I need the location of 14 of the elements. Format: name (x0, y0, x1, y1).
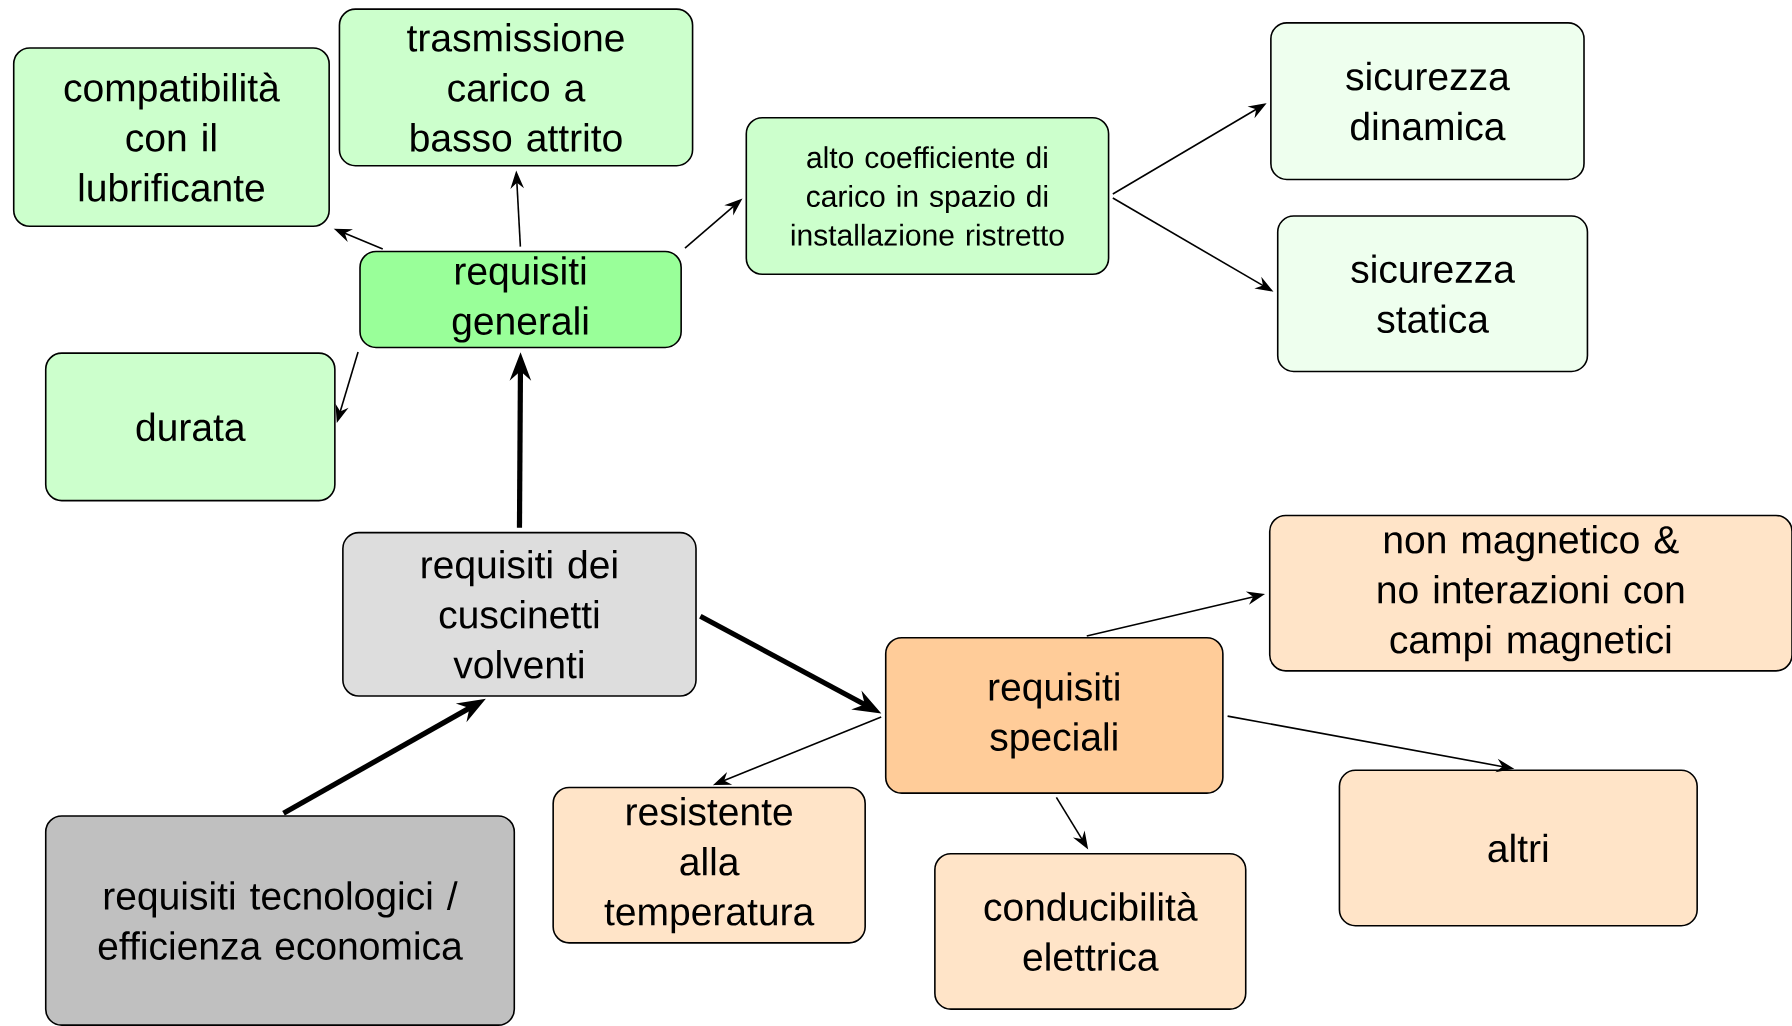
requirement-box: trasmissione carico a basso attrito (338, 8, 694, 167)
requirement-box: sicurezza statica (1276, 215, 1589, 373)
category-box: requisiti dei cuscinetti volventi (342, 531, 697, 697)
requirement-box: alto coefficiente di carico in spazio di installazione ristretto (745, 116, 1110, 275)
category-box: requisiti generali (359, 250, 682, 349)
category-box: requisiti tecnologici / efficienza economica (44, 815, 516, 1026)
requirement-box: compatibilità con il lubrificante (12, 47, 330, 227)
requirement-box: non magnetico & no interazioni con campi magnetici (1268, 514, 1792, 672)
requirement-box: altri (1338, 769, 1698, 927)
requirement-box: sicurezza dinamica (1270, 21, 1585, 181)
requirement-box: durata (44, 352, 336, 502)
requirement-box: resistente alla temperatura (552, 786, 866, 944)
category-box: requisiti speciali (884, 636, 1224, 794)
requirement-box: conducibilità elettrica (934, 852, 1247, 1010)
